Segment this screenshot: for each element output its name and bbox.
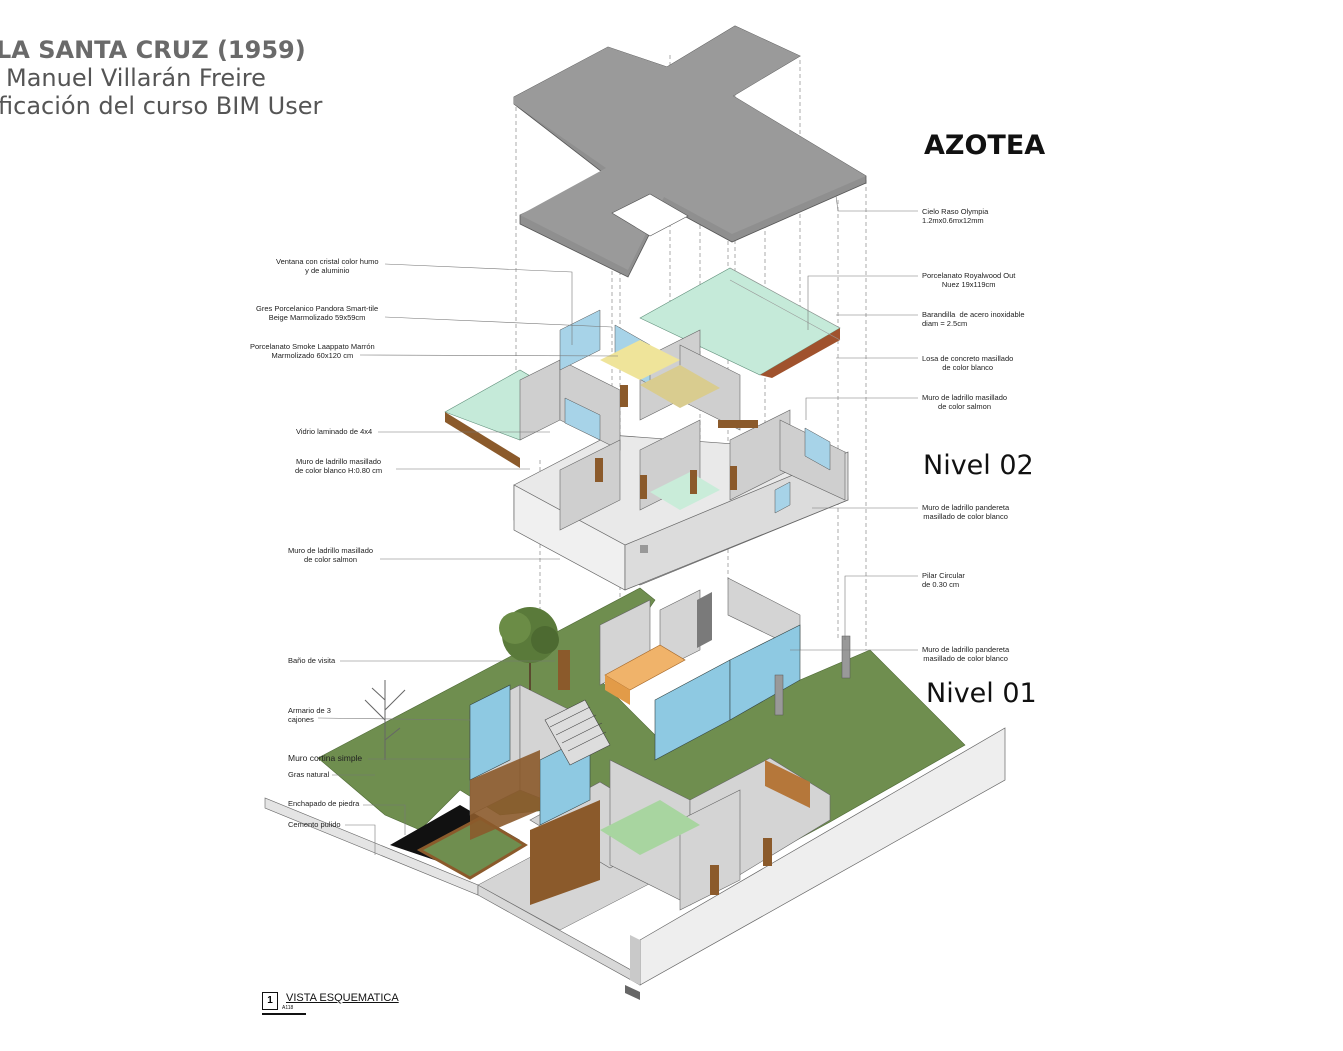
- annotation-losa: Losa de concreto masillado de color blan…: [922, 354, 1014, 372]
- annotation-porcelanato-smoke: Porcelanato Smoke Laappato Marrón Marmol…: [250, 342, 375, 360]
- annotation-cielo-raso: Cielo Raso Olympia 1.2mx0.6mx12mm: [922, 207, 989, 225]
- annotation-vidrio: Vidrio laminado de 4x4: [296, 427, 373, 436]
- annotation-gres: Gres Porcelanico Pandora Smart-tile Beig…: [256, 304, 379, 322]
- annotation-enchapado: Enchapado de piedra: [288, 799, 360, 808]
- annotation-bano: Baño de visita: [288, 656, 336, 665]
- annotation-gras: Gras natural: [288, 770, 330, 779]
- level-01: [264, 577, 1006, 1000]
- project-title: LA SANTA CRUZ (1959): [0, 36, 306, 64]
- annotation-armario: Armario de 3 cajones: [288, 706, 331, 724]
- annotation-pilar: Pilar Circular de 0.30 cm: [922, 571, 965, 589]
- project-subtitle: ficación del curso BIM User: [0, 92, 323, 120]
- annotation-muro-salmon-right: Muro de ladrillo masillado de color salm…: [922, 393, 1008, 411]
- annotation-muro-blanco: Muro de ladrillo masillado de color blan…: [295, 457, 383, 475]
- bare-tree-illustration: [364, 680, 406, 760]
- annotation-muro-salmon-left: Muro de ladrillo masillado de color salm…: [288, 546, 374, 564]
- annotation-muro-pandereta-02: Muro de ladrillo pandereta masillado de …: [922, 503, 1010, 521]
- annotation-cemento: Cemento pulido: [288, 820, 341, 829]
- drawing-title-block: 1 VISTA ESQUEMATICA A118: [262, 992, 402, 1016]
- level-label-nivel-01: Nivel 01: [926, 678, 1037, 709]
- level-label-nivel-02: Nivel 02: [923, 450, 1034, 481]
- annotation-ventana: Ventana con cristal color humo y de alum…: [276, 257, 379, 275]
- title-underline: [262, 1013, 306, 1015]
- view-title: VISTA ESQUEMATICA: [286, 992, 399, 1004]
- tree-illustration: [499, 607, 559, 690]
- level-02: [444, 267, 849, 591]
- annotation-porcelanato-royalwood: Porcelanato Royalwood Out Nuez 19x119cm: [922, 271, 1016, 289]
- annotation-barandilla: Barandilla de acero inoxidable diam = 2.…: [922, 310, 1025, 328]
- project-author: Manuel Villarán Freire: [6, 64, 266, 92]
- sheet-number: A118: [282, 1005, 294, 1011]
- view-number: 1: [262, 992, 278, 1010]
- annotation-muro-cortina: Muro cortina simple: [288, 753, 363, 763]
- leader-lines: [317, 195, 918, 855]
- roof-slab: [513, 25, 867, 278]
- level-label-azotea: AZOTEA: [924, 130, 1046, 161]
- annotation-muro-pandereta-01: Muro de ladrillo pandereta masillado de …: [922, 645, 1010, 663]
